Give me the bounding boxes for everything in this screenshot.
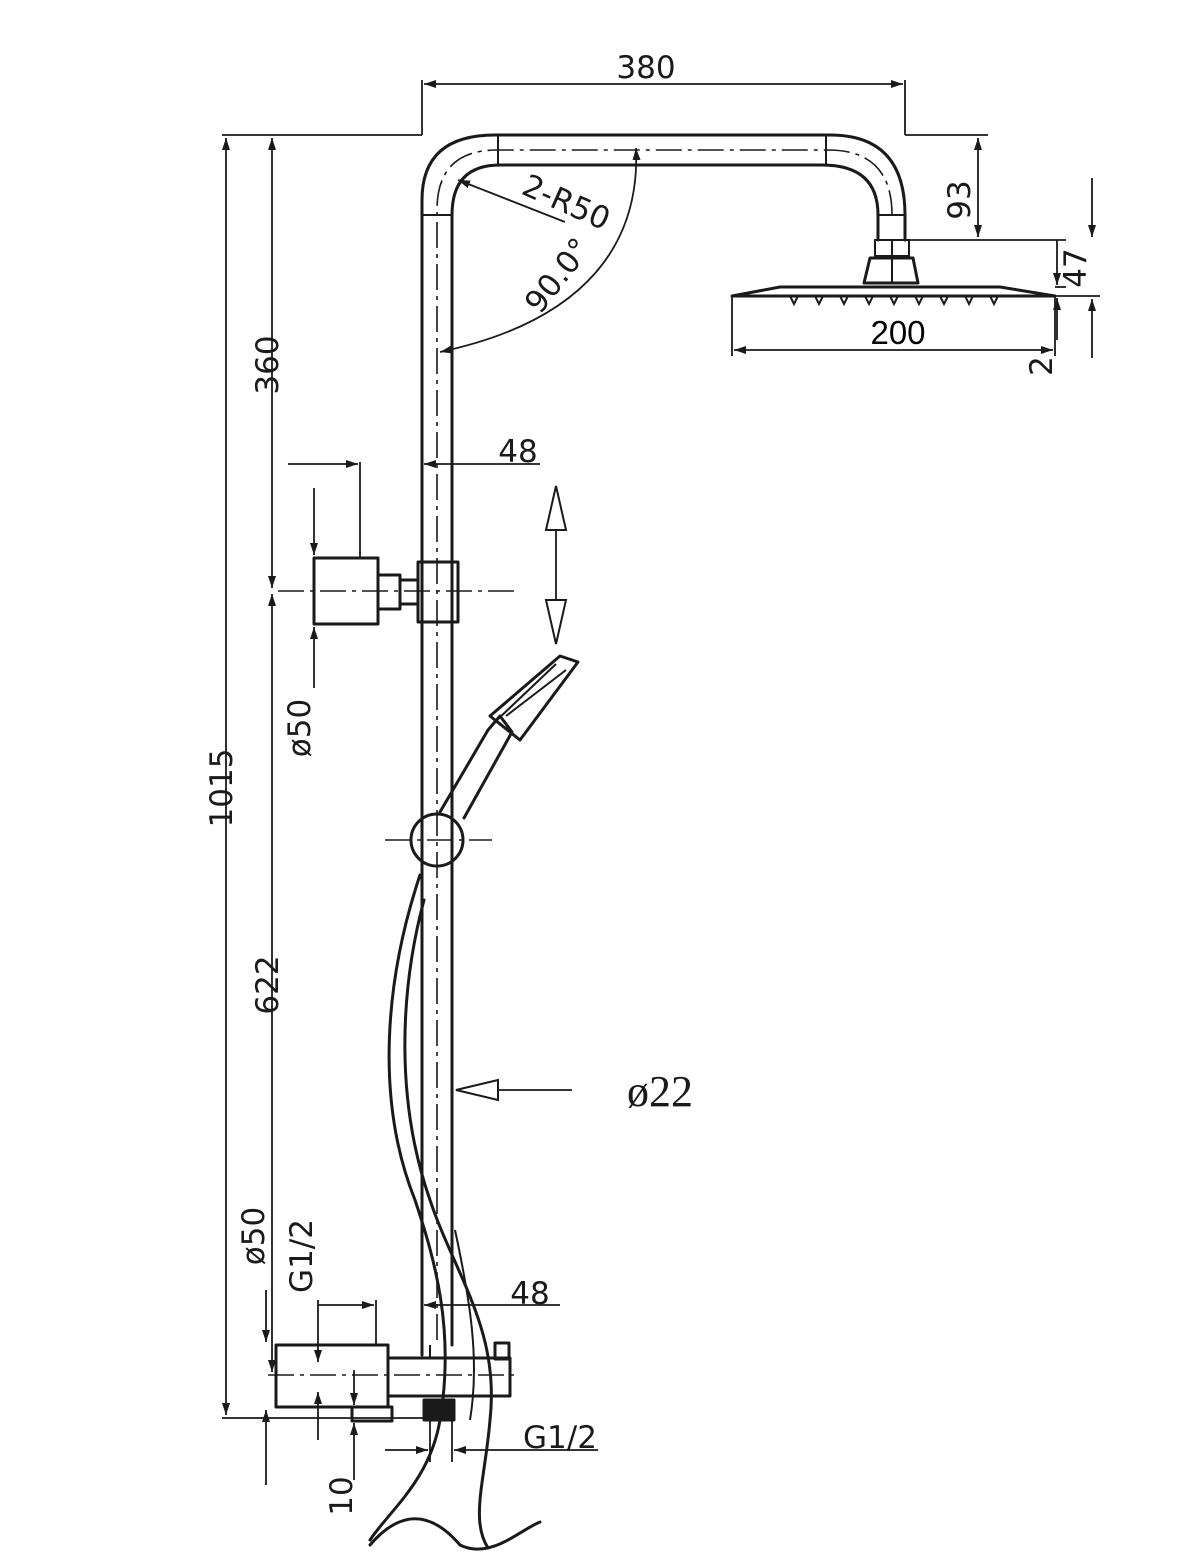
label-head-thickness: 2 xyxy=(1024,356,1060,376)
label-holder-diameter: ø50 xyxy=(282,699,318,757)
dimension-mixer-offset: 48 xyxy=(318,1276,560,1345)
dimension-pipe-diameter: ø22 xyxy=(455,1067,693,1116)
dimension-mixer-diameter: ø50 xyxy=(236,1207,272,1485)
dimension-total-height: 1015 xyxy=(204,134,430,1419)
dimension-head-diameter: 200 xyxy=(731,296,1056,356)
label-inlet-thread: G1/2 xyxy=(284,1219,320,1293)
label-arm-drop: 93 xyxy=(942,180,978,219)
label-bend-angle: 90.0° xyxy=(518,231,598,320)
dimension-head-thickness: 2 xyxy=(1024,240,1066,376)
label-lower-height: 622 xyxy=(250,955,286,1014)
dimension-arm-drop: 93 xyxy=(905,134,1066,241)
label-bottom-offset: 10 xyxy=(324,1476,360,1515)
dimension-holder-diameter: ø50 xyxy=(282,488,318,757)
dimension-upper-height: 360 xyxy=(250,138,286,588)
label-head-diameter: 200 xyxy=(870,314,925,351)
dimension-top-width: 380 xyxy=(421,50,906,135)
mixer-valve xyxy=(268,1341,520,1423)
hose xyxy=(368,873,542,1551)
label-mixer-diameter: ø50 xyxy=(236,1207,272,1265)
label-top-width: 380 xyxy=(616,50,675,86)
slide-holder-upper xyxy=(278,556,520,626)
rain-shower-head xyxy=(730,239,1057,307)
label-holder-offset: 48 xyxy=(498,434,537,470)
label-upper-height: 360 xyxy=(250,335,286,394)
dimension-bend: 2-R50 90.0° xyxy=(439,147,641,354)
label-mixer-offset: 48 xyxy=(510,1276,549,1312)
head-nozzles xyxy=(789,295,999,307)
shower-column-pipe xyxy=(420,133,907,1357)
dimension-outlet-thread: G1/2 xyxy=(385,1420,598,1462)
label-pipe-diameter: ø22 xyxy=(627,1067,693,1116)
hand-shower xyxy=(385,654,580,868)
dimension-inlet-thread: G1/2 xyxy=(284,1219,322,1440)
slide-direction-arrow xyxy=(544,485,568,645)
dimension-head-height: 47 xyxy=(1055,178,1100,358)
label-total-height: 1015 xyxy=(204,749,240,828)
label-head-height: 47 xyxy=(1058,248,1094,287)
dimension-lower-height: 622 xyxy=(250,594,286,1372)
label-bend-radius: 2-R50 xyxy=(517,168,616,238)
dimension-bottom-offset: 10 xyxy=(324,1370,360,1516)
label-outlet-thread: G1/2 xyxy=(523,1420,597,1456)
dimension-holder-offset: 48 xyxy=(288,434,540,558)
